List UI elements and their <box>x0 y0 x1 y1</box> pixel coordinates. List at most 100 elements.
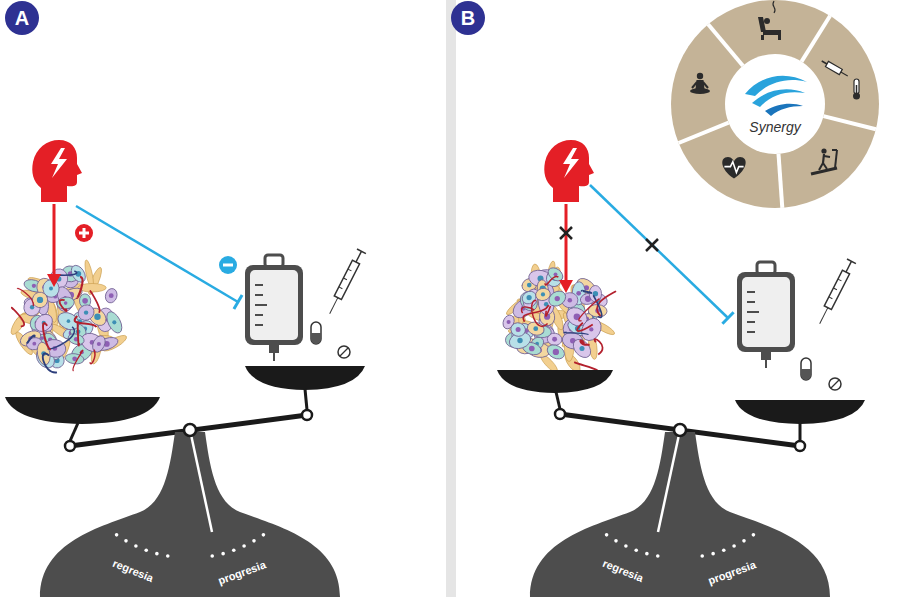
balance-beam <box>5 397 160 424</box>
scale-stand-outline <box>210 554 214 558</box>
infusion-bag <box>765 360 767 368</box>
blocked-mark <box>646 239 658 251</box>
stressed-head <box>51 148 67 178</box>
tumour-cells <box>104 309 125 335</box>
panel-badge-outline <box>5 1 39 35</box>
plus-sign <box>75 224 93 242</box>
blocked-mark <box>560 227 572 239</box>
inhibiting-line <box>76 206 238 302</box>
panel-badge-outline <box>451 1 485 35</box>
syringe <box>829 297 833 299</box>
syringe <box>838 279 842 281</box>
scale-stand-outline <box>184 424 196 436</box>
balance-beam <box>555 409 565 419</box>
capsule <box>801 369 811 380</box>
tumour-cells <box>554 272 558 276</box>
scale-stand-outline <box>634 548 638 552</box>
tablet <box>829 378 841 390</box>
scale-stand-outline <box>530 432 830 597</box>
capsule <box>311 322 321 344</box>
tumour-cells <box>12 308 24 327</box>
tumour-cells <box>48 327 75 349</box>
tumour-cells <box>579 346 584 351</box>
tumour-cells <box>59 271 77 275</box>
infusion-bag <box>747 331 755 333</box>
tumour-cells <box>73 350 83 371</box>
scale-stand-outline <box>155 552 159 556</box>
synergy-hub-outline <box>725 54 825 154</box>
recliner-icon <box>778 35 781 40</box>
tumour-cells <box>597 291 616 316</box>
syringe <box>824 270 849 309</box>
minus-sign <box>219 256 237 274</box>
heart-monitor-icon <box>722 157 745 179</box>
synergy-hub: Synergy <box>725 54 825 154</box>
infusion-bag <box>255 304 267 306</box>
brand-name: Synergy <box>725 120 825 135</box>
tumour-cells <box>568 298 573 303</box>
plus-sign <box>83 228 86 238</box>
tumour-cells <box>594 339 602 354</box>
tumour-cells <box>90 350 95 364</box>
balance-beam <box>245 366 365 390</box>
tumour-cells <box>64 301 68 305</box>
scale-stand-outline <box>711 552 715 556</box>
meditation-icon <box>697 73 703 79</box>
infusion-bag <box>255 324 263 326</box>
scale-stand-outline <box>656 554 660 558</box>
scale-stand-outline <box>658 430 680 532</box>
injection-thermometer-icon <box>820 58 860 99</box>
tablet <box>831 380 839 388</box>
scale-stand-outline <box>166 554 170 558</box>
recliner-icon <box>761 35 764 40</box>
tumour-cells <box>594 296 602 318</box>
tumour-cells <box>31 291 49 309</box>
syringe <box>356 251 361 262</box>
infusion-bag <box>742 277 790 347</box>
stressed-head <box>32 140 82 202</box>
balance-beam <box>70 423 78 441</box>
balance-beam <box>795 441 805 451</box>
infusion-bag <box>273 353 275 361</box>
infusion-bag <box>245 265 303 345</box>
infusion-bag <box>747 321 755 323</box>
syringe <box>815 259 856 326</box>
tumour-cells <box>84 310 88 314</box>
tumour-cells <box>578 315 605 344</box>
tumour-cells <box>56 296 75 310</box>
infusion-bag <box>255 294 263 296</box>
scale-stand-outline <box>242 544 246 548</box>
blocked-mark <box>560 227 572 239</box>
scale-stand-outline <box>124 539 128 543</box>
injection-thermometer-icon <box>820 58 849 78</box>
treadmill-icon <box>819 163 823 170</box>
tumour-cells <box>32 284 36 288</box>
injection-thermometer-icon <box>825 61 842 74</box>
synergy-hub-outline <box>725 54 825 154</box>
tumour-cells <box>501 260 616 374</box>
scale-stand-outline <box>115 533 119 537</box>
infusion-bag <box>747 311 759 313</box>
meditation-icon <box>696 80 705 89</box>
treadmill-icon <box>811 168 837 174</box>
injection-thermometer-icon <box>841 72 848 76</box>
tumour-cells <box>523 305 549 322</box>
tablet <box>338 346 350 358</box>
tumour-cells <box>68 263 88 285</box>
tumour-cells <box>97 342 101 346</box>
scale-stand-outline <box>752 533 756 537</box>
tumour-cells <box>529 346 535 352</box>
treadmill-icon <box>823 154 824 163</box>
recliner-icon <box>763 30 781 35</box>
inhibiting-line <box>234 295 242 309</box>
scale-stand-outline <box>732 544 736 548</box>
capsule <box>311 322 321 344</box>
tablet <box>829 378 841 390</box>
scale-stand-outline <box>614 539 618 543</box>
meditation-icon <box>690 88 710 94</box>
injection-thermometer-icon <box>822 61 827 64</box>
tumour-cells <box>112 320 116 324</box>
scale-stand: regresiaprogresia <box>40 432 340 597</box>
therapy-wheel <box>779 154 783 208</box>
